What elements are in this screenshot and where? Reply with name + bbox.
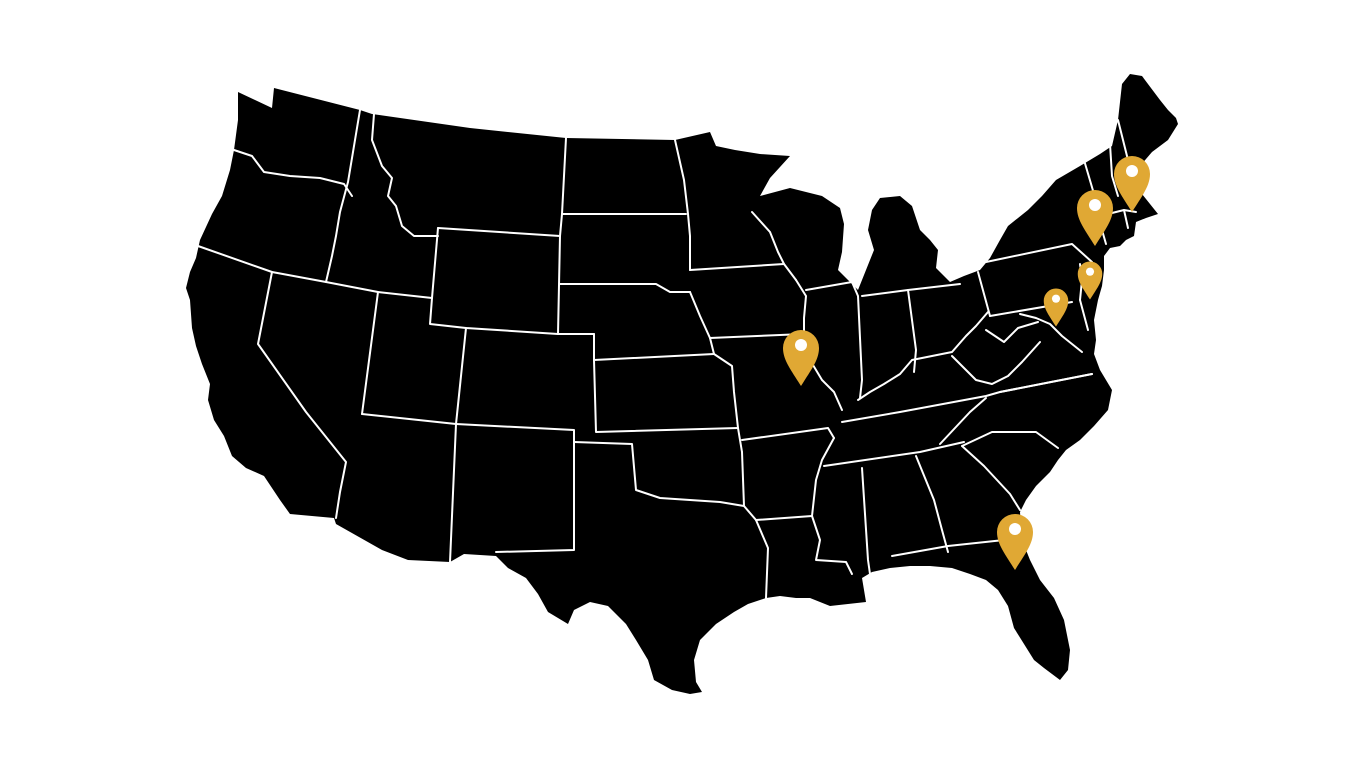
map-pin-icon[interactable] [1043, 288, 1069, 327]
state-borders [197, 109, 1137, 599]
us-land-mass [186, 74, 1178, 694]
map-markers [783, 156, 1150, 570]
map-pin-icon[interactable] [783, 330, 819, 386]
map-pin-icon[interactable] [997, 514, 1033, 570]
map-pin-icon[interactable] [1077, 261, 1103, 300]
map-pin-icon[interactable] [1077, 190, 1113, 246]
map-pin-icon[interactable] [1114, 156, 1150, 212]
